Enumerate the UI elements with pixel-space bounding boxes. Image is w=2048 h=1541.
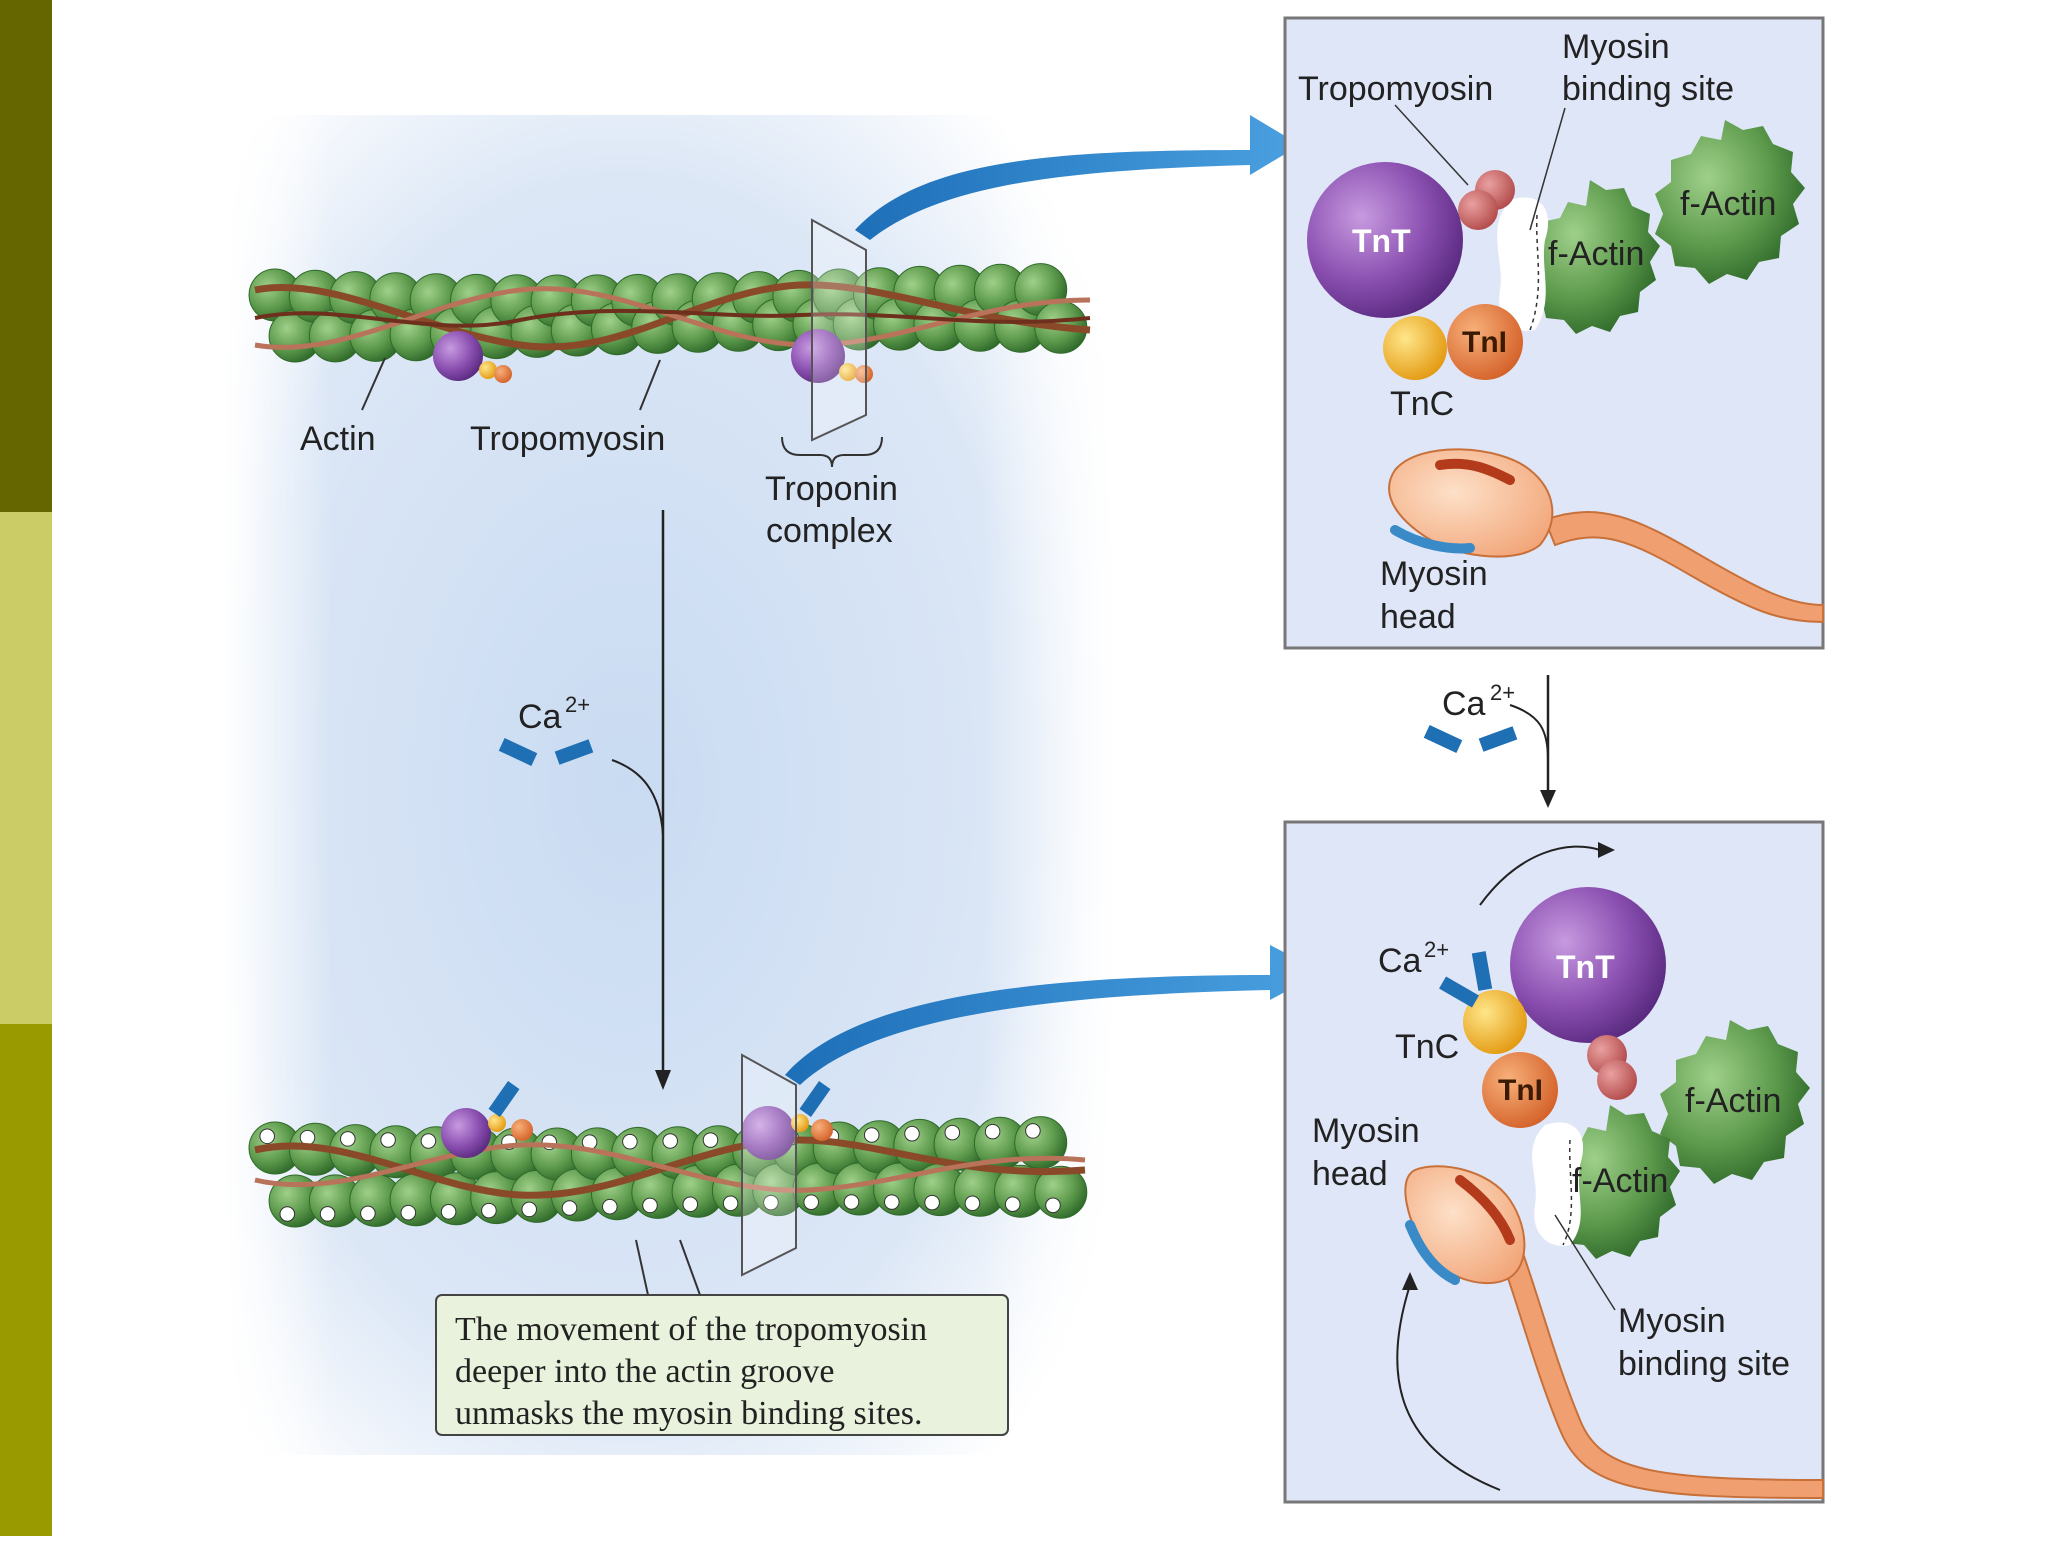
myosin-binding-site-dot — [984, 1123, 1001, 1140]
inset-calcium-label: Ca — [1378, 942, 1422, 980]
myosin-binding-site-dot — [662, 1133, 678, 1149]
myosin-tail — [1498, 1243, 1824, 1500]
inset-f-actin-label: f-Actin — [1548, 235, 1644, 273]
tni-sphere — [1482, 1052, 1558, 1128]
inset-f-actin-label: f-Actin — [1685, 1082, 1781, 1120]
tni-sphere — [1447, 304, 1523, 380]
myosin-binding-site-dot — [642, 1197, 658, 1214]
myosin-binding-site-dot — [259, 1128, 275, 1145]
troponin-t-sphere — [433, 331, 483, 381]
tnt-sphere — [1510, 887, 1666, 1043]
myosin-binding-site-dot — [964, 1195, 981, 1212]
inset-tropomyosin-label: Tropomyosin — [1298, 70, 1493, 108]
inset-tnc-label: TnC — [1395, 1028, 1459, 1066]
myosin-binding-site-dot — [722, 1195, 739, 1212]
complex-label: complex — [766, 512, 893, 550]
tropomyosin-sphere — [1458, 190, 1498, 230]
inset-tni-label: TnI — [1498, 1074, 1543, 1107]
sidebar-bar-bottom — [0, 1024, 52, 1536]
f-actin-globule — [1660, 1020, 1810, 1184]
inset-head-label: head — [1312, 1155, 1388, 1193]
troponin-brace — [781, 436, 883, 468]
myosin-binding-site-dot — [299, 1129, 316, 1146]
inset-myosin-head-label: Myosin — [1380, 555, 1488, 593]
caption-box — [435, 1294, 1009, 1436]
caption-line-1: The movement of the tropomyosin — [455, 1311, 927, 1348]
inset-myosin-label: Myosin — [1562, 28, 1670, 66]
myosin-binding-site-dot — [863, 1127, 880, 1143]
myosin-binding-site-dot — [420, 1133, 437, 1149]
myosin-binding-site-dot — [843, 1194, 860, 1210]
calcium-charge: 2+ — [565, 692, 590, 717]
myosin-binding-site — [1497, 197, 1549, 331]
troponin-t-sphere — [441, 1108, 491, 1158]
actin-label: Actin — [300, 420, 376, 458]
caption-line-2: deeper into the actin groove — [455, 1353, 835, 1390]
myosin-binding-site-dot — [279, 1206, 296, 1222]
troponin-t-sphere — [791, 329, 845, 383]
myosin-binding-site-dot — [924, 1194, 940, 1211]
myosin-binding-site-dot — [340, 1131, 356, 1147]
myosin-binding-site-dot — [803, 1194, 819, 1210]
myosin-binding-site-dot — [1025, 1123, 1041, 1139]
myosin-binding-site-dot — [440, 1204, 457, 1220]
inset-tnt-label: TnT — [1352, 223, 1411, 259]
calcium-label: Ca — [1442, 685, 1486, 723]
inset-myosin-head-label: Myosin — [1312, 1112, 1420, 1150]
myosin-binding-site-dot — [884, 1194, 900, 1210]
thin-filament-activated — [248, 1053, 1088, 1277]
tnc-sphere — [1463, 990, 1527, 1054]
myosin-binding-site-dot — [319, 1206, 336, 1222]
myosin-binding-site-dot — [702, 1132, 719, 1148]
myosin-binding-site-dot — [1004, 1196, 1021, 1212]
tropomyosin-sphere — [1597, 1060, 1637, 1100]
tnc-sphere — [1383, 316, 1447, 380]
myosin-binding-site-dot — [682, 1196, 699, 1213]
inset-resting-state — [1283, 16, 1825, 650]
thin-filament-resting — [248, 218, 1091, 442]
tropomyosin-label: Tropomyosin — [470, 420, 665, 458]
inset-f-actin-label: f-Actin — [1680, 185, 1776, 223]
sidebar-bar-top — [0, 0, 52, 512]
myosin-binding-site-dot — [400, 1204, 417, 1221]
calcium-label: Ca — [518, 698, 562, 736]
sidebar-bar-middle — [0, 512, 52, 1024]
myosin-binding-site-dot — [481, 1202, 497, 1219]
zoom-arrow-bottom — [785, 945, 1322, 1085]
f-actin-globule — [1528, 180, 1660, 334]
myosin-binding-site-dot — [602, 1198, 618, 1215]
inset-tni-label: TnI — [1462, 326, 1507, 359]
tnt-sphere — [1307, 162, 1463, 318]
inset-activated-state — [1283, 820, 1825, 1504]
caption-line-3: unmasks the myosin binding sites. — [455, 1395, 923, 1432]
calcium-ions-right: Ca 2+ — [1423, 675, 1556, 808]
myosin-binding-site-dot — [622, 1133, 638, 1150]
f-actin-globule — [1655, 120, 1805, 284]
myosin-binding-site-dot — [561, 1200, 578, 1216]
myosin-binding-site-dot — [763, 1194, 779, 1211]
myosin-tail — [1543, 511, 1824, 624]
myosin-binding-site-dot — [944, 1124, 961, 1141]
myosin-binding-site-dot — [1045, 1197, 1061, 1214]
myosin-binding-site-dot — [521, 1201, 537, 1218]
inset-tnt-label: TnT — [1556, 949, 1615, 985]
zoom-arrow-top — [855, 115, 1300, 240]
inset-head-label: head — [1380, 598, 1456, 636]
inset-binding-site-label: binding site — [1618, 1345, 1790, 1383]
inset-calcium-charge: 2+ — [1424, 937, 1449, 962]
troponin-t-sphere — [741, 1106, 795, 1160]
troponin-label: Troponin — [765, 470, 898, 508]
myosin-binding-site-dot — [380, 1132, 396, 1148]
calcium-ions-left: Ca 2+ — [498, 692, 594, 766]
myosin-binding-site-dot — [360, 1205, 376, 1222]
calcium-charge: 2+ — [1490, 680, 1515, 705]
myosin-binding-site-dot — [904, 1125, 920, 1142]
inset-tnc-label: TnC — [1390, 385, 1454, 423]
inset-f-actin-label: f-Actin — [1572, 1162, 1668, 1200]
inset-binding-site-label: binding site — [1562, 70, 1734, 108]
inset-binding-site-label: Myosin — [1618, 1302, 1726, 1340]
